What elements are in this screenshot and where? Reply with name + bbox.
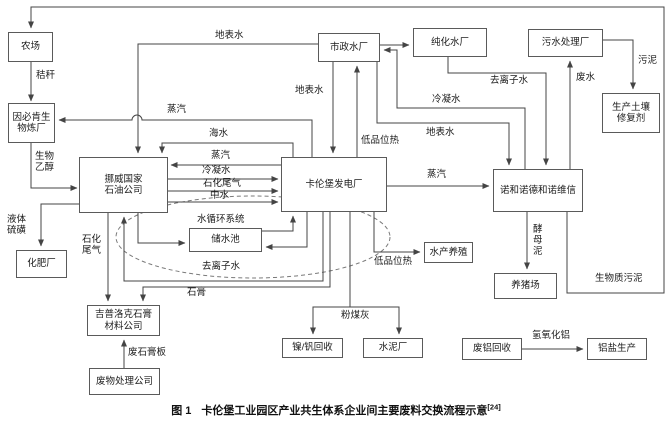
edge-label-bioethanol: 生物乙醇 — [35, 151, 55, 173]
edge-label-tailgas-gyproc: 石化尾气 — [82, 234, 102, 256]
edge-power-reservoir — [265, 212, 308, 250]
edge-label-condensate-power: 冷凝水 — [202, 165, 231, 176]
node-fertilizer: 化肥厂 — [16, 250, 67, 278]
edge-reservoir-power — [262, 215, 296, 232]
edge-label-sludge: 污泥 — [638, 55, 658, 66]
edge-label-wastewater: 废水 — [576, 72, 596, 83]
water-cycle-dashed-ellipse — [115, 195, 391, 279]
edge-label-surfacewater-novo: 地表水 — [426, 127, 455, 138]
edge-label-liquid-sulfur: 液体硫磺 — [7, 214, 27, 236]
edge-label-tailgas-power: 石化尾气 — [203, 178, 242, 189]
edge-statoil-reservoir — [137, 213, 186, 246]
edge-label-reclaimedwater: 中水 — [210, 190, 230, 201]
edge-statoil-fertilizer-sulfur — [38, 203, 79, 247]
figure-caption-text: 卡伦堡工业园区产业共生体系企业间主要废料交换流程示意 — [201, 405, 488, 417]
edge-power-aqua-lowgradeheat — [373, 212, 421, 255]
node-novo: 诺和诺德和诺维信 — [493, 169, 583, 212]
edge-novo-farm-biosludge — [28, 6, 665, 294]
edge-power-gyproc-gypsum — [140, 212, 331, 302]
edge-label-surfacewater-top: 地表水 — [215, 30, 244, 41]
edge-label-seawater: 海水 — [209, 128, 229, 139]
node-cement-plant: 水泥厂 — [363, 338, 423, 358]
node-waste-company: 废物处理公司 — [89, 368, 160, 395]
edge-purified-novo-deionized — [447, 57, 549, 166]
edge-label-steam-statoil: 蒸汽 — [211, 150, 231, 161]
node-gyproc: 吉普洛克石膏材料公司 — [87, 305, 160, 336]
edge-label-flyash: 粉煤灰 — [341, 310, 370, 321]
edge-power-statoil-seawater — [159, 142, 294, 157]
node-pig-farm: 养猪场 — [494, 273, 557, 299]
edge-municipal-novo-surfacewater — [376, 62, 512, 166]
node-municipal-water: 市政水厂 — [318, 33, 380, 62]
edge-label-deionized-novo: 去离子水 — [490, 75, 529, 86]
edge-label-condensate-municipal: 冷凝水 — [432, 94, 461, 105]
node-reservoir: 储水池 — [189, 228, 262, 252]
node-statoil: 挪威国家石油公司 — [79, 157, 168, 213]
edge-power-cement-flyash — [350, 306, 402, 335]
node-power-plant: 卡伦堡发电厂 — [281, 157, 387, 212]
edge-label-steam-novo: 蒸汽 — [427, 169, 447, 180]
edge-label-waste-board: 废石膏板 — [128, 347, 167, 358]
edge-label-deionized-statoil: 去离子水 — [202, 261, 241, 272]
node-aluminum-recycle: 废铝回收 — [462, 338, 522, 360]
edge-label-gypsum: 石膏 — [187, 287, 207, 298]
node-sewage-plant: 污水处理厂 — [528, 29, 603, 57]
edge-power-inbicon-steam — [58, 114, 313, 157]
water-cycle-label: 水循环系统 — [197, 214, 245, 225]
edge-inbicon-statoil-bioethanol — [30, 143, 78, 191]
edge-label-biosludge: 生物质污泥 — [595, 273, 643, 284]
node-purified-water: 纯化水厂 — [413, 28, 487, 57]
edge-sewage-soil-sludge — [603, 39, 636, 90]
edge-label-yeast-slurry: 酵母泥 — [533, 224, 543, 257]
edge-label-lowgradeheat-municipal: 低品位热 — [361, 135, 400, 146]
figure-caption-reference: [24] — [487, 402, 501, 412]
edge-power-nickel-flyash — [310, 212, 351, 335]
edge-label-surfacewater-power: 地表水 — [295, 85, 324, 96]
figure-caption: 图 1 卡伦堡工业园区产业共生体系企业间主要废料交换流程示意[24] — [0, 402, 672, 418]
edge-label-lowgradeheat-aqua: 低品位热 — [374, 256, 413, 267]
node-farm: 农场 — [8, 32, 53, 62]
edge-label-aluminum-hydroxide: 氢氧化铝 — [532, 330, 571, 341]
edge-label-straw: 秸秆 — [36, 70, 56, 81]
edge-label-steam-inbicon: 蒸汽 — [167, 104, 187, 115]
edge-municipal-statoil-surfacewater — [135, 43, 318, 154]
node-soil-remediation: 生产土壤修复剂 — [602, 93, 660, 133]
node-inbicon: 因必肯生物炼厂 — [8, 103, 55, 143]
node-aquaculture: 水产养殖 — [424, 242, 473, 263]
edge-power-statoil-deionized — [121, 212, 324, 282]
node-nickel-recovery: 镍/钒回收 — [282, 338, 343, 358]
node-aluminum-salt: 铝盐生产 — [587, 338, 647, 360]
edge-novo-municipal-condensate — [383, 47, 526, 169]
figure-caption-number: 图 1 — [171, 405, 192, 417]
